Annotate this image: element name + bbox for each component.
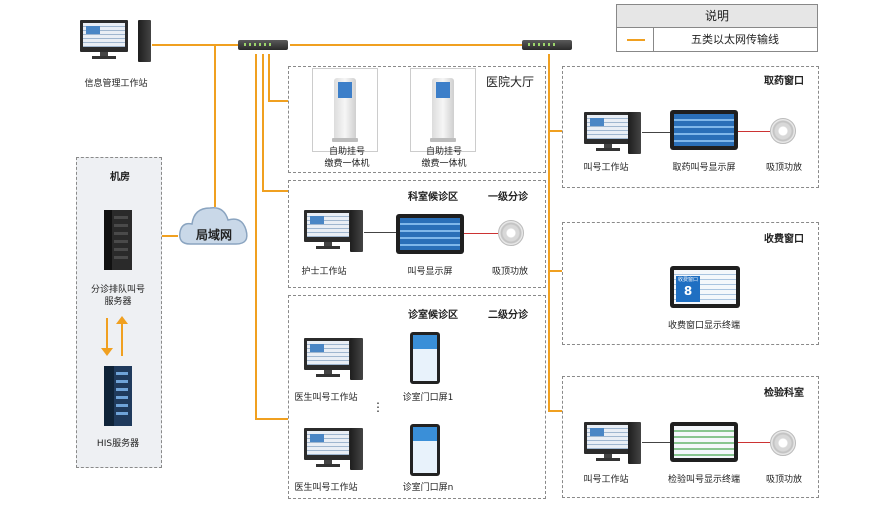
info-station-monitor xyxy=(80,20,128,60)
info-station-label: 信息管理工作站 xyxy=(84,79,148,89)
lab-speaker-icon xyxy=(770,430,796,456)
legend-line-label: 五类以太网传输线 xyxy=(691,33,779,46)
zone1-display xyxy=(396,214,464,254)
network-switch-right xyxy=(522,40,572,50)
wire-info-switch xyxy=(152,44,240,46)
wire-feeder-3 xyxy=(268,54,270,102)
kiosk-2-label: 自助挂号 缴费一体机 xyxy=(421,147,467,169)
lab-display xyxy=(670,422,738,462)
cashier-title: 收费窗口 xyxy=(764,234,804,245)
pharmacy-monitor xyxy=(584,112,632,152)
lan-cloud-icon xyxy=(178,207,248,245)
pharmacy-speaker-label: 吸顶功放 xyxy=(765,163,803,173)
lan-label: 局域网 xyxy=(195,228,233,242)
zone1-speaker-icon xyxy=(498,220,524,246)
legend-title: 说明 xyxy=(617,5,817,28)
wire-feeder-main xyxy=(255,54,257,420)
doctor2-label: 医生叫号工作站 xyxy=(294,483,358,493)
lab-box xyxy=(562,376,819,498)
pharmacy-display xyxy=(670,110,738,150)
hall-title: 医院大厅 xyxy=(486,75,535,89)
his-server-icon xyxy=(104,366,132,426)
cashier-box xyxy=(562,222,819,345)
legend-row: 五类以太网传输线 xyxy=(617,28,817,51)
door-screen-n xyxy=(410,424,440,476)
nurse-monitor xyxy=(304,210,352,250)
info-station-tower xyxy=(138,20,151,62)
doctor1-label: 医生叫号工作站 xyxy=(294,393,358,403)
zone1-display-label: 叫号显示屏 xyxy=(407,267,453,277)
doctor1-tower xyxy=(350,338,363,380)
wire-switch-cloud xyxy=(214,45,216,207)
wire-right-feeder xyxy=(548,54,550,412)
zone2-title: 诊室候诊区 xyxy=(408,310,458,321)
zone1-title: 科室候诊区 xyxy=(408,192,458,203)
pharmacy-speaker-icon xyxy=(770,118,796,144)
door1-label: 诊室门口屏1 xyxy=(402,393,454,403)
cashier-display-label: 收费窗口显示终端 xyxy=(667,321,741,331)
hall-box xyxy=(288,66,546,173)
zone1-speaker-label: 吸顶功放 xyxy=(491,267,529,277)
wire-feeder-2 xyxy=(262,54,264,192)
arrow-down xyxy=(106,318,108,352)
triage-server-label: 分诊排队叫号 服务器 xyxy=(90,285,146,307)
cashier-display: 收费窗口 8 xyxy=(670,266,740,308)
zone2-level: 二级分诊 xyxy=(488,310,528,321)
nurse-tower xyxy=(350,210,363,252)
pharmacy-station-label: 叫号工作站 xyxy=(583,163,629,173)
lab-title: 检验科室 xyxy=(764,388,804,399)
lab-speaker-label: 吸顶功放 xyxy=(765,475,803,485)
doctor1-monitor xyxy=(304,338,352,378)
machine-room-title: 机房 xyxy=(110,172,130,183)
triage-server-icon xyxy=(104,210,132,270)
arrow-up xyxy=(121,322,123,356)
door-screen-1 xyxy=(410,332,440,384)
zone1-box xyxy=(288,180,546,288)
pharmacy-display-label: 取药叫号显示屏 xyxy=(672,163,736,173)
lab-tower xyxy=(628,422,641,464)
zone2-box xyxy=(288,295,546,499)
ellipsis-dots: ⋮ xyxy=(372,400,384,414)
doctor2-tower xyxy=(350,428,363,470)
wire-room-cloud xyxy=(160,235,178,237)
legend-line-swatch xyxy=(627,39,645,41)
lab-station-label: 叫号工作站 xyxy=(583,475,629,485)
lab-monitor xyxy=(584,422,632,462)
cashier-screen-number: 8 xyxy=(683,284,693,298)
nurse-label: 护士工作站 xyxy=(301,267,347,277)
wire-switch-switch xyxy=(290,44,524,46)
network-switch-left xyxy=(238,40,288,50)
his-server-label: HIS服务器 xyxy=(96,439,140,449)
lab-display-label: 检验叫号显示终端 xyxy=(667,475,741,485)
pharmacy-tower xyxy=(628,112,641,154)
pharmacy-title: 取药窗口 xyxy=(764,76,804,87)
kiosk-1-label: 自助挂号 缴费一体机 xyxy=(324,147,370,169)
legend: 说明 五类以太网传输线 xyxy=(616,4,818,52)
doctor2-monitor xyxy=(304,428,352,468)
pharmacy-box xyxy=(562,66,819,188)
cashier-screen-head: 收费窗口 xyxy=(677,277,698,283)
door2-label: 诊室门口屏n xyxy=(402,483,454,493)
zone1-level: 一级分诊 xyxy=(488,192,528,203)
